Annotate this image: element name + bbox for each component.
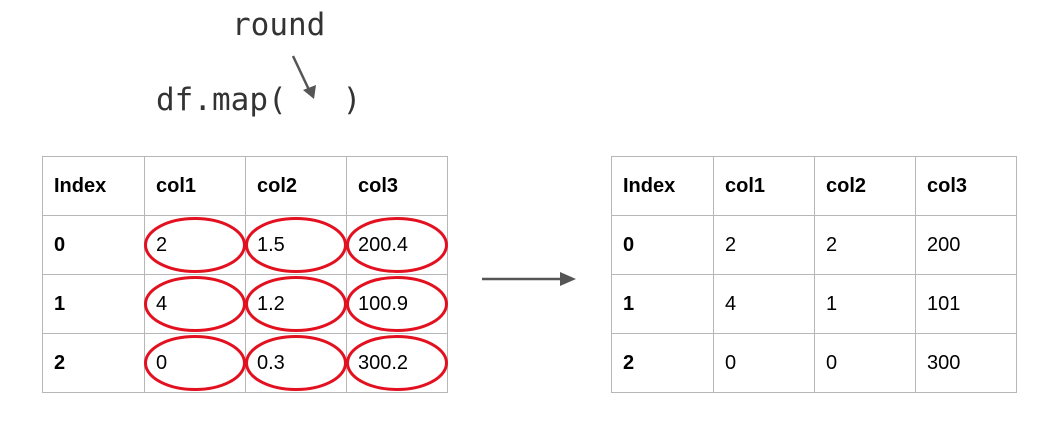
map-call-label: df.map( ) bbox=[156, 85, 361, 116]
table-cell: 300 bbox=[915, 333, 1017, 393]
index-cell: 1 bbox=[611, 274, 714, 334]
input-table: Index col1 col2 col3 0 2 1.5 200.4 1 4 1… bbox=[42, 156, 448, 393]
table-cell: 1 bbox=[814, 274, 916, 334]
transform-arrowhead bbox=[560, 272, 576, 286]
table-row: 0 2 2 200 bbox=[611, 215, 1017, 275]
output-table: Index col1 col2 col3 0 2 2 200 1 4 1 101… bbox=[611, 156, 1017, 393]
table-row: 1 4 1 101 bbox=[611, 274, 1017, 334]
header-cell-col3: col3 bbox=[915, 156, 1017, 216]
table-cell: 200 bbox=[915, 215, 1017, 275]
table-row: 1 4 1.2 100.9 bbox=[42, 274, 448, 334]
index-cell: 1 bbox=[42, 274, 145, 334]
table-cell: 100.9 bbox=[346, 274, 448, 334]
index-cell: 2 bbox=[42, 333, 145, 393]
table-cell: 2 bbox=[814, 215, 916, 275]
table-cell: 2 bbox=[713, 215, 815, 275]
header-row: Index col1 col2 col3 bbox=[611, 156, 1017, 216]
function-name-label: round bbox=[232, 7, 326, 43]
index-cell: 2 bbox=[611, 333, 714, 393]
table-cell: 2 bbox=[144, 215, 246, 275]
table-cell: 0.3 bbox=[245, 333, 347, 393]
call-prefix: df.map( bbox=[156, 82, 287, 118]
table-cell: 0 bbox=[144, 333, 246, 393]
header-cell-col3: col3 bbox=[346, 156, 448, 216]
table-row: 0 2 1.5 200.4 bbox=[42, 215, 448, 275]
table-row: 2 0 0.3 300.2 bbox=[42, 333, 448, 393]
header-cell-col2: col2 bbox=[814, 156, 916, 216]
table-cell: 200.4 bbox=[346, 215, 448, 275]
header-cell-index: Index bbox=[42, 156, 145, 216]
table-cell: 1.5 bbox=[245, 215, 347, 275]
table-cell: 0 bbox=[814, 333, 916, 393]
header-cell-col1: col1 bbox=[713, 156, 815, 216]
call-suffix: ) bbox=[342, 82, 362, 118]
header-cell-index: Index bbox=[611, 156, 714, 216]
table-row: 2 0 0 300 bbox=[611, 333, 1017, 393]
table-cell: 1.2 bbox=[245, 274, 347, 334]
table-cell: 300.2 bbox=[346, 333, 448, 393]
header-row: Index col1 col2 col3 bbox=[42, 156, 448, 216]
table-cell: 4 bbox=[144, 274, 246, 334]
index-cell: 0 bbox=[611, 215, 714, 275]
table-cell: 101 bbox=[915, 274, 1017, 334]
header-cell-col2: col2 bbox=[245, 156, 347, 216]
index-cell: 0 bbox=[42, 215, 145, 275]
header-cell-col1: col1 bbox=[144, 156, 246, 216]
table-cell: 4 bbox=[713, 274, 815, 334]
table-cell: 0 bbox=[713, 333, 815, 393]
